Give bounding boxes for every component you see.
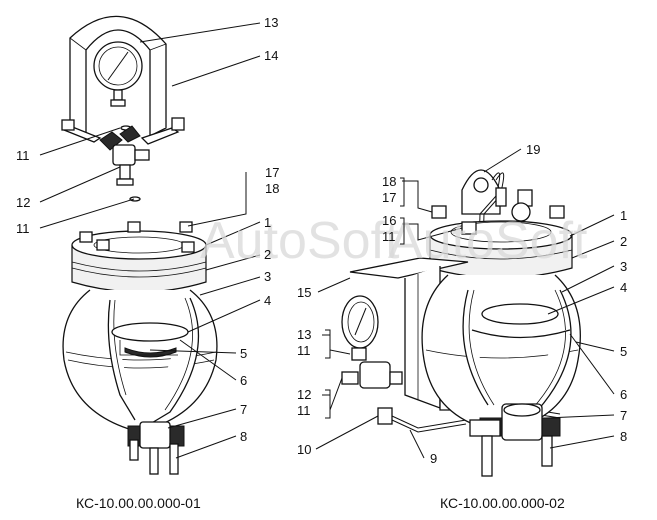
callout-13: 13: [264, 15, 278, 30]
right-callouts: 19 18 17 16 11 15 13 11 12 11 10 9 1 2 3…: [297, 142, 627, 466]
callout-15: 15: [297, 285, 311, 300]
callout-2: 2: [264, 247, 271, 262]
right-gauge: [341, 295, 379, 361]
callout-8-right: 8: [620, 429, 627, 444]
callout-7-right: 7: [620, 408, 627, 423]
right-valve: [341, 361, 403, 389]
callout-11-lower: 11: [16, 221, 30, 236]
top-flange-right: [429, 187, 573, 279]
callout-2-right: 2: [620, 234, 627, 249]
callout-11-right-low: 11: [297, 403, 311, 418]
callout-17: 17: [265, 165, 279, 180]
label-braces: [325, 177, 405, 419]
washer-lower: [129, 196, 141, 202]
watermark-text-2: AutoSoft: [388, 212, 588, 270]
callout-9: 9: [430, 451, 437, 466]
sphere-body: [62, 289, 218, 433]
callout-12-right: 12: [297, 387, 311, 402]
callout-19: 19: [526, 142, 540, 157]
callout-11-right-mid: 11: [297, 343, 311, 358]
callout-1-right: 1: [620, 208, 627, 223]
flange-cover: [71, 221, 207, 293]
three-way-valve: [99, 125, 150, 186]
callout-14: 14: [264, 48, 278, 63]
caption-right: КС-10.00.00.000-02: [440, 495, 565, 511]
caption-left: КС-10.00.00.000-01: [76, 495, 201, 511]
callout-18-right: 18: [382, 174, 396, 189]
callout-4-right: 4: [620, 280, 627, 295]
callout-12: 12: [16, 195, 30, 210]
callout-10: 10: [297, 442, 311, 457]
callout-13-right: 13: [297, 327, 311, 342]
left-callouts: 13 14 11 12 11 17 18 1 2 3 4 5 6 7 8: [16, 15, 279, 444]
callout-3-right: 3: [620, 259, 627, 274]
pressure-gauge: [93, 41, 143, 107]
callout-17-right: 17: [382, 190, 396, 205]
callout-6: 6: [240, 373, 247, 388]
callout-11: 11: [16, 148, 30, 163]
callout-5-right: 5: [620, 344, 627, 359]
bottom-clamp: [127, 421, 185, 475]
bottom-clamp-right: [469, 403, 561, 477]
callout-3: 3: [264, 269, 271, 284]
callout-4: 4: [264, 293, 271, 308]
fitting: [377, 407, 467, 433]
leader-lines: [39, 22, 615, 459]
left-assembly: [61, 15, 218, 475]
callout-18: 18: [265, 181, 279, 196]
callout-8: 8: [240, 429, 247, 444]
callout-1: 1: [264, 215, 271, 230]
callout-6-right: 6: [620, 387, 627, 402]
callout-5: 5: [240, 346, 247, 361]
watermark-text: AutoSoft: [200, 212, 400, 270]
right-assembly: [341, 169, 581, 477]
callout-7: 7: [240, 402, 247, 417]
callout-16: 16: [382, 213, 396, 228]
callout-11-right-top: 11: [382, 229, 396, 244]
